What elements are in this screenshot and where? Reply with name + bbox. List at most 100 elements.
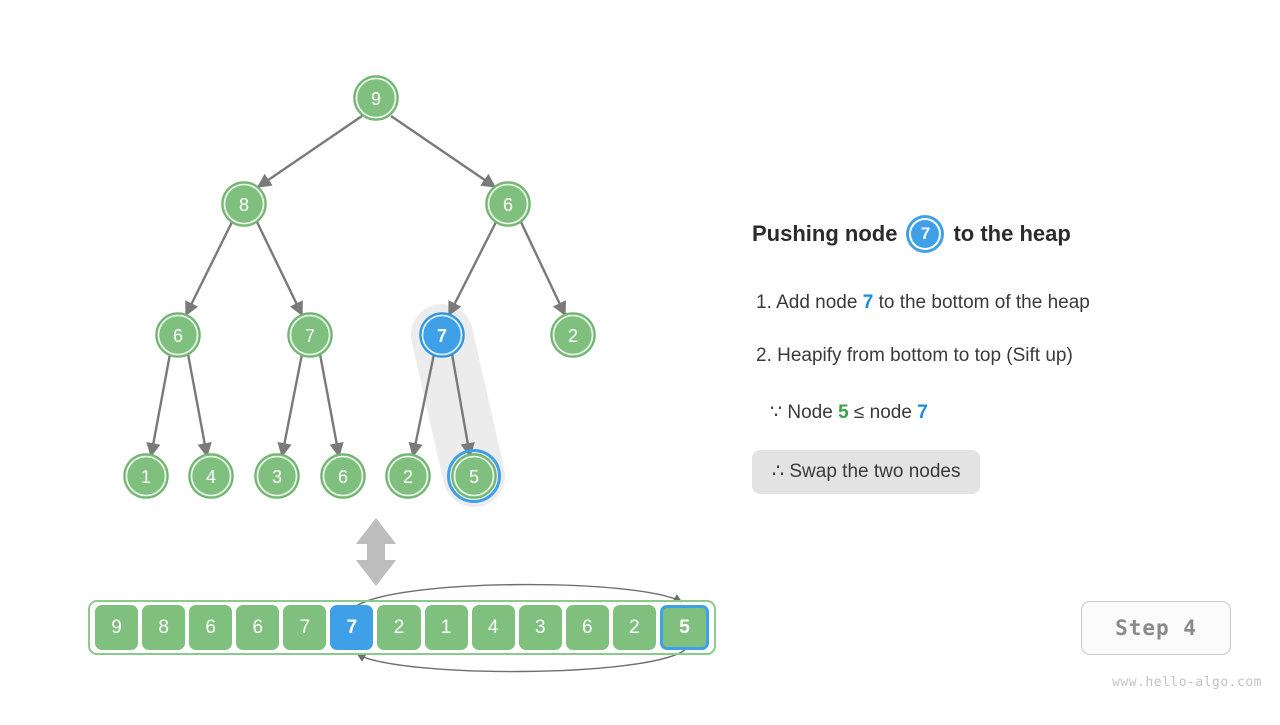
tree-node: 7 [287, 312, 333, 358]
tree-node-circle [188, 453, 234, 499]
tree-node: 2 [550, 312, 596, 358]
tree-node: 1 [123, 453, 169, 499]
array-cell-value: 7 [299, 616, 311, 638]
array-cell: 9 [95, 605, 139, 650]
tree-node-highlight-ring [447, 449, 501, 503]
reason-text-a: Node [782, 402, 839, 423]
array-cell: 5 [659, 605, 710, 650]
tree-node-inner-ring [552, 314, 594, 356]
tree-node-value: 8 [239, 195, 249, 215]
tree-node-value: 6 [173, 326, 183, 346]
tree-node-value: 4 [206, 467, 216, 487]
array-cell: 6 [565, 605, 609, 650]
array-cell: 2 [612, 605, 656, 650]
heap-diagram-svg: 9 8 6 6 7 7 2 1 4 3 6 2 5 [123, 75, 686, 673]
tree-nodes: 9 8 6 6 7 7 2 1 4 3 6 2 5 [123, 75, 596, 503]
tree-node-value: 7 [437, 326, 447, 346]
tree-node-value: 6 [503, 195, 513, 215]
array-cell-value: 5 [679, 616, 690, 638]
tree-node: 4 [188, 453, 234, 499]
panel-title-prefix: Pushing node [752, 221, 898, 246]
array-cell: 1 [424, 605, 468, 650]
tree-node: 6 [485, 181, 531, 227]
tree-node: 2 [385, 453, 431, 499]
step-badge: Step 4 [1081, 601, 1231, 655]
tree-node-inner-ring [487, 183, 529, 225]
step-1-value: 7 [862, 292, 874, 313]
reason-green-value: 5 [838, 402, 849, 423]
array-cell: 7 [330, 605, 374, 650]
inline-node-badge: 7 [909, 218, 942, 250]
array-cell: 6 [189, 605, 233, 650]
array-cell-value: 6 [582, 616, 593, 638]
watermark: www.hello-algo.com [1112, 675, 1262, 690]
panel-title-suffix: to the heap [953, 221, 1071, 246]
step-item-1: 1. Add node 7 to the bottom of the heap [756, 292, 1090, 314]
explanation-panel: Pushing node 7 to the heap 1. Add node 7… [752, 0, 1272, 720]
tree-node-value: 5 [469, 467, 479, 487]
conclusion-box: ∴ Swap the two nodes [752, 450, 981, 494]
tree-node-value: 1 [141, 467, 151, 487]
tree-array-link-arrow [356, 518, 396, 586]
tree-node-circle [123, 453, 169, 499]
array-cell-value: 4 [487, 616, 499, 638]
tree-node-value: 2 [568, 326, 578, 346]
tree-edges [146, 115, 567, 458]
tree-node-circle [320, 453, 366, 499]
step-1-suffix: to the bottom of the heap [873, 292, 1090, 313]
reason-line: ∵ Node 5 ≤ node 7 [770, 401, 928, 424]
array-swap-arrows [354, 583, 686, 673]
tree-node-circle [385, 453, 431, 499]
tree-node-value: 7 [305, 326, 315, 346]
array-cell-value: 6 [252, 616, 264, 638]
tree-node: 6 [155, 312, 201, 358]
array-cell-value: 8 [158, 616, 169, 638]
tree-node-inner-ring [256, 455, 298, 497]
reason-blue-value: 7 [917, 402, 928, 423]
therefore-symbol: ∴ [772, 461, 785, 482]
tree-node-inner-ring [453, 455, 495, 497]
array-cell: 7 [283, 605, 327, 650]
tree-node-circle [419, 312, 465, 358]
tree-node-value: 6 [338, 467, 348, 487]
tree-node: 5 [447, 449, 501, 503]
step-1-prefix: 1. Add node [756, 292, 863, 313]
array-cell: 6 [236, 605, 280, 650]
tree-node-inner-ring [190, 455, 232, 497]
tree-node-circle [287, 312, 333, 358]
tree-node: 8 [221, 181, 267, 227]
array-cell-value: 2 [629, 616, 640, 638]
tree-node: 9 [353, 75, 399, 121]
tree-node-inner-ring [421, 314, 463, 356]
tree-node-circle [221, 181, 267, 227]
array-cell: 4 [471, 605, 515, 650]
tree-node: 6 [320, 453, 366, 499]
heap-diagram: 9 8 6 6 7 7 2 1 4 3 6 2 5 9 8 6 6 7 7 2 1 4 3 6 2 5 [88, 75, 716, 673]
reason-text-b: ≤ node [848, 402, 918, 423]
array-cell-value: 1 [440, 616, 452, 638]
array-cell-value: 9 [111, 616, 122, 638]
tree-node-circle [353, 75, 399, 121]
step-2-prefix: 2. Heapify from bottom to top (Sift up) [756, 345, 1073, 366]
array-cell: 3 [518, 605, 562, 650]
array-cell-value: 2 [393, 616, 405, 638]
tree-node: 7 [419, 312, 465, 358]
array-cell: 8 [142, 605, 186, 650]
tree-node: 3 [254, 453, 300, 499]
panel-title: Pushing node 7 to the heap [752, 214, 1071, 254]
tree-node-inner-ring [387, 455, 429, 497]
tree-node-circle [155, 312, 201, 358]
array-cell-value: 7 [346, 616, 358, 638]
because-symbol: ∵ [770, 402, 783, 423]
tree-node-circle [550, 312, 596, 358]
array-cell-value: 3 [534, 616, 546, 638]
tree-node-value: 9 [371, 89, 381, 109]
tree-node-inner-ring [355, 77, 397, 119]
tree-node-circle [485, 181, 531, 227]
conclusion-text: Swap the two nodes [784, 461, 961, 482]
tree-node-inner-ring [322, 455, 364, 497]
array-cell-value: 6 [205, 616, 216, 638]
tree-node-inner-ring [157, 314, 199, 356]
tree-node-circle [254, 453, 300, 499]
step-item-2: 2. Heapify from bottom to top (Sift up) [756, 345, 1073, 367]
